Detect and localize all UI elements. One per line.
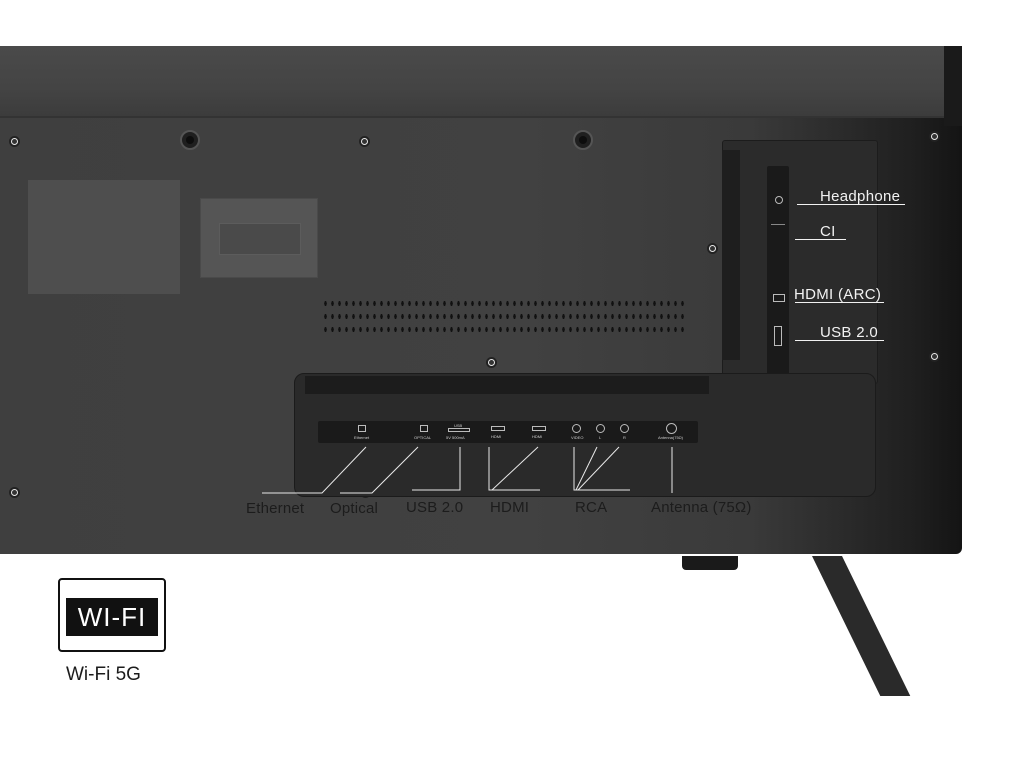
side-io-slot xyxy=(722,150,740,360)
wifi-logo-text: WI-FI xyxy=(66,598,158,636)
usb-port-text: USB xyxy=(454,423,463,428)
screw-icon xyxy=(929,131,940,142)
leader-line xyxy=(797,204,905,205)
antenna-jack-icon xyxy=(666,423,677,434)
optical-port-icon xyxy=(420,425,428,432)
screw-icon xyxy=(486,357,497,368)
bottom-port-strip: Ethernet OPTICAL USB 5V 500mA HDMI HDMI … xyxy=(318,421,698,443)
screw-icon xyxy=(707,243,718,254)
headphone-jack-icon xyxy=(775,196,783,204)
ethernet-port-icon xyxy=(358,425,366,432)
usb-label: USB 2.0 xyxy=(406,499,464,516)
hdmi-label: HDMI xyxy=(490,499,530,516)
rca-port-text: L xyxy=(599,435,602,440)
optical-label: Optical xyxy=(330,500,379,517)
side-io-panel xyxy=(722,140,878,384)
ci-slot-icon xyxy=(771,224,785,225)
rca-jack-icon xyxy=(572,424,581,433)
side-usb-label: USB 2.0 xyxy=(820,324,878,341)
wifi-logo-badge: WI-FI xyxy=(58,578,166,652)
antenna-port-text: Antenna(75Ω) xyxy=(658,435,684,440)
hdmi-port-icon xyxy=(773,294,785,302)
screw-icon xyxy=(359,136,370,147)
rca-port-text: VIDEO xyxy=(571,435,584,440)
rca-jack-icon xyxy=(620,424,629,433)
back-cover-plate xyxy=(28,180,180,294)
wifi-caption: Wi-Fi 5G xyxy=(66,664,141,685)
tv-stand-foot xyxy=(682,556,738,570)
screw-icon xyxy=(9,487,20,498)
optical-port-text: OPTICAL xyxy=(414,435,432,440)
tv-rim-edge xyxy=(944,46,962,126)
screw-icon xyxy=(929,351,940,362)
leader-line xyxy=(795,239,846,240)
screw-icon xyxy=(9,136,20,147)
bottom-io-bar xyxy=(305,376,709,394)
usb-port-icon xyxy=(774,326,782,346)
rca-jack-icon xyxy=(596,424,605,433)
hdmi-port-text: HDMI xyxy=(532,434,543,439)
ci-label: CI xyxy=(820,223,836,240)
rating-label xyxy=(219,223,301,255)
leader-line xyxy=(795,340,884,341)
rca-label: RCA xyxy=(575,499,608,516)
screw-icon xyxy=(180,130,200,150)
antenna-label: Antenna (75Ω) xyxy=(651,499,752,516)
headphone-label: Headphone xyxy=(820,188,901,205)
rca-port-text: R xyxy=(623,435,626,440)
side-port-strip xyxy=(767,166,789,381)
usb-port-icon xyxy=(448,428,470,432)
hdmi-port-icon xyxy=(532,426,546,431)
tv-top-rim xyxy=(0,46,962,118)
hdmi-port-icon xyxy=(491,426,505,431)
ethernet-label: Ethernet xyxy=(246,500,305,517)
usb-rating-text: 5V 500mA xyxy=(446,435,465,440)
ventilation-grille xyxy=(322,297,688,337)
screw-icon xyxy=(573,130,593,150)
rating-label-plate xyxy=(200,198,318,278)
leader-line xyxy=(795,302,884,303)
hdmi-arc-label: HDMI (ARC) xyxy=(794,286,882,303)
hdmi-port-text: HDMI xyxy=(491,434,502,439)
ethernet-port-text: Ethernet xyxy=(354,435,370,440)
